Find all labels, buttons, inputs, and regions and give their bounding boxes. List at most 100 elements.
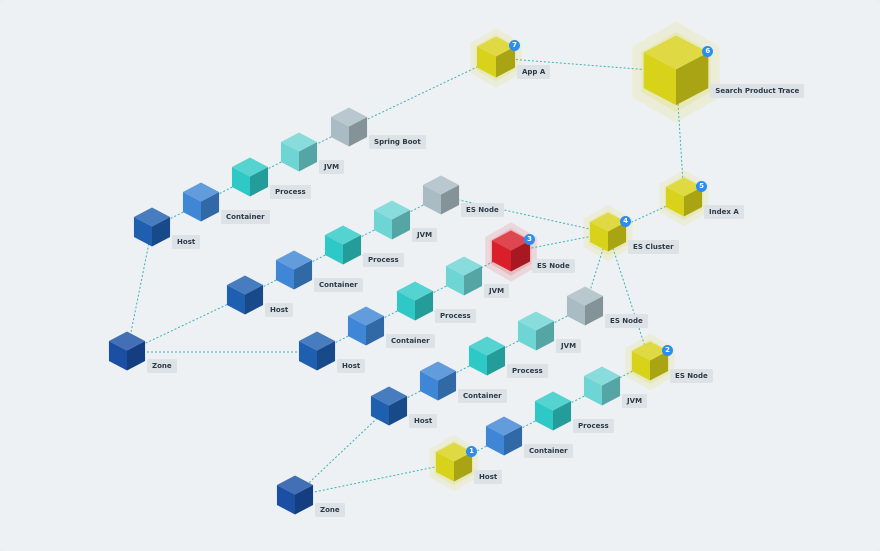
node-host-2[interactable] — [226, 275, 264, 315]
cube-top — [231, 157, 269, 177]
node-label-jvm-5: JVM — [622, 393, 648, 408]
cube-left — [643, 52, 676, 106]
cube-top — [589, 212, 627, 232]
node-zone-2[interactable] — [276, 475, 314, 515]
cube-left — [445, 266, 464, 296]
cube-right — [602, 376, 621, 406]
node-process-3[interactable] — [396, 281, 434, 321]
node-label-es-cluster: ES Cluster — [628, 239, 679, 254]
cube-left — [396, 291, 415, 321]
node-jvm-2[interactable] — [373, 200, 411, 240]
cube-top — [280, 132, 318, 152]
node-label-host-4: Host — [409, 413, 438, 428]
node-label-process-2: Process — [363, 252, 404, 267]
cube-right — [201, 192, 220, 222]
cube-left — [589, 222, 608, 252]
node-host-1[interactable] — [133, 207, 171, 247]
cube-top — [445, 256, 483, 276]
cube-left — [419, 371, 438, 401]
cube-top — [108, 331, 146, 351]
node-host-4[interactable] — [370, 386, 408, 426]
edge-host-5-zone-2 — [294, 462, 455, 497]
cube-top — [477, 36, 515, 57]
cube-right — [152, 217, 171, 247]
cube-top — [631, 341, 669, 361]
cube-top — [133, 207, 171, 227]
cube-right — [650, 351, 669, 381]
cube-top — [665, 177, 703, 197]
node-index-a[interactable] — [659, 169, 709, 227]
node-label-host-3: Host — [337, 358, 366, 373]
cube-right — [250, 167, 269, 197]
cube-left — [133, 217, 152, 247]
node-jvm-3[interactable] — [445, 256, 483, 296]
node-jvm-5[interactable] — [583, 366, 621, 406]
node-label-process-4: Process — [507, 363, 548, 378]
cube-left — [631, 351, 650, 381]
cube-top — [324, 225, 362, 245]
cube-left — [583, 376, 602, 406]
node-es-node-2[interactable] — [625, 333, 675, 391]
cube-left — [422, 185, 441, 215]
cube-left — [566, 296, 585, 326]
cube-left — [324, 235, 343, 265]
edge-es-cluster-es-node-2 — [607, 232, 651, 363]
cube-top — [485, 416, 523, 436]
cube-left — [435, 452, 454, 482]
node-host-5[interactable] — [429, 434, 479, 492]
cube-right — [684, 187, 703, 217]
node-process-5[interactable] — [534, 391, 572, 431]
edge-app-a-spring-boot — [348, 57, 497, 129]
cube-right — [536, 321, 555, 351]
edge-es-cluster-es-node-1 — [440, 195, 609, 234]
node-container-1[interactable] — [182, 182, 220, 222]
node-search-trace[interactable] — [632, 21, 720, 123]
cube-right — [487, 346, 506, 376]
cube-right — [317, 341, 336, 371]
cube-left — [330, 117, 349, 147]
node-es-node-1[interactable] — [422, 175, 460, 215]
node-label-spring-boot: Spring Boot — [369, 134, 426, 149]
cube-right — [389, 396, 408, 426]
cube-right — [585, 296, 604, 326]
node-container-2[interactable] — [275, 250, 313, 290]
cube-top — [330, 107, 368, 127]
node-es-node-4[interactable] — [566, 286, 604, 326]
node-host-3[interactable] — [298, 331, 336, 371]
node-label-app-a: App A — [517, 65, 551, 79]
node-label-container-3: Container — [386, 333, 435, 348]
node-es-cluster[interactable] — [583, 204, 633, 262]
cube-left — [517, 321, 536, 351]
node-process-2[interactable] — [324, 225, 362, 265]
node-badge-es-node-2: 2 — [662, 345, 674, 357]
cube-right — [343, 235, 362, 265]
cube-left — [231, 167, 250, 197]
cube-top — [468, 336, 506, 356]
node-es-node-3[interactable] — [485, 222, 537, 282]
node-container-5[interactable] — [485, 416, 523, 456]
cube-right — [496, 46, 515, 78]
node-process-1[interactable] — [231, 157, 269, 197]
node-app-a[interactable] — [470, 28, 522, 88]
node-label-container-1: Container — [221, 209, 270, 224]
node-container-4[interactable] — [419, 361, 457, 401]
node-process-4[interactable] — [468, 336, 506, 376]
node-label-host-1: Host — [172, 234, 201, 249]
node-zone-1[interactable] — [108, 331, 146, 371]
cube-top — [275, 250, 313, 270]
cube-left — [534, 401, 553, 431]
node-label-es-node-4: ES Node — [605, 313, 648, 328]
node-jvm-4[interactable] — [517, 311, 555, 351]
node-jvm-1[interactable] — [280, 132, 318, 172]
node-spring-boot[interactable] — [330, 107, 368, 147]
node-label-process-3: Process — [435, 308, 476, 323]
node-label-es-node-2: ES Node — [670, 368, 713, 383]
cube-right — [294, 260, 313, 290]
cube-top — [643, 35, 709, 70]
node-label-host-5: Host — [474, 469, 503, 484]
cube-right — [415, 291, 434, 321]
cube-left — [468, 346, 487, 376]
node-container-3[interactable] — [347, 306, 385, 346]
cube-left — [280, 142, 299, 172]
